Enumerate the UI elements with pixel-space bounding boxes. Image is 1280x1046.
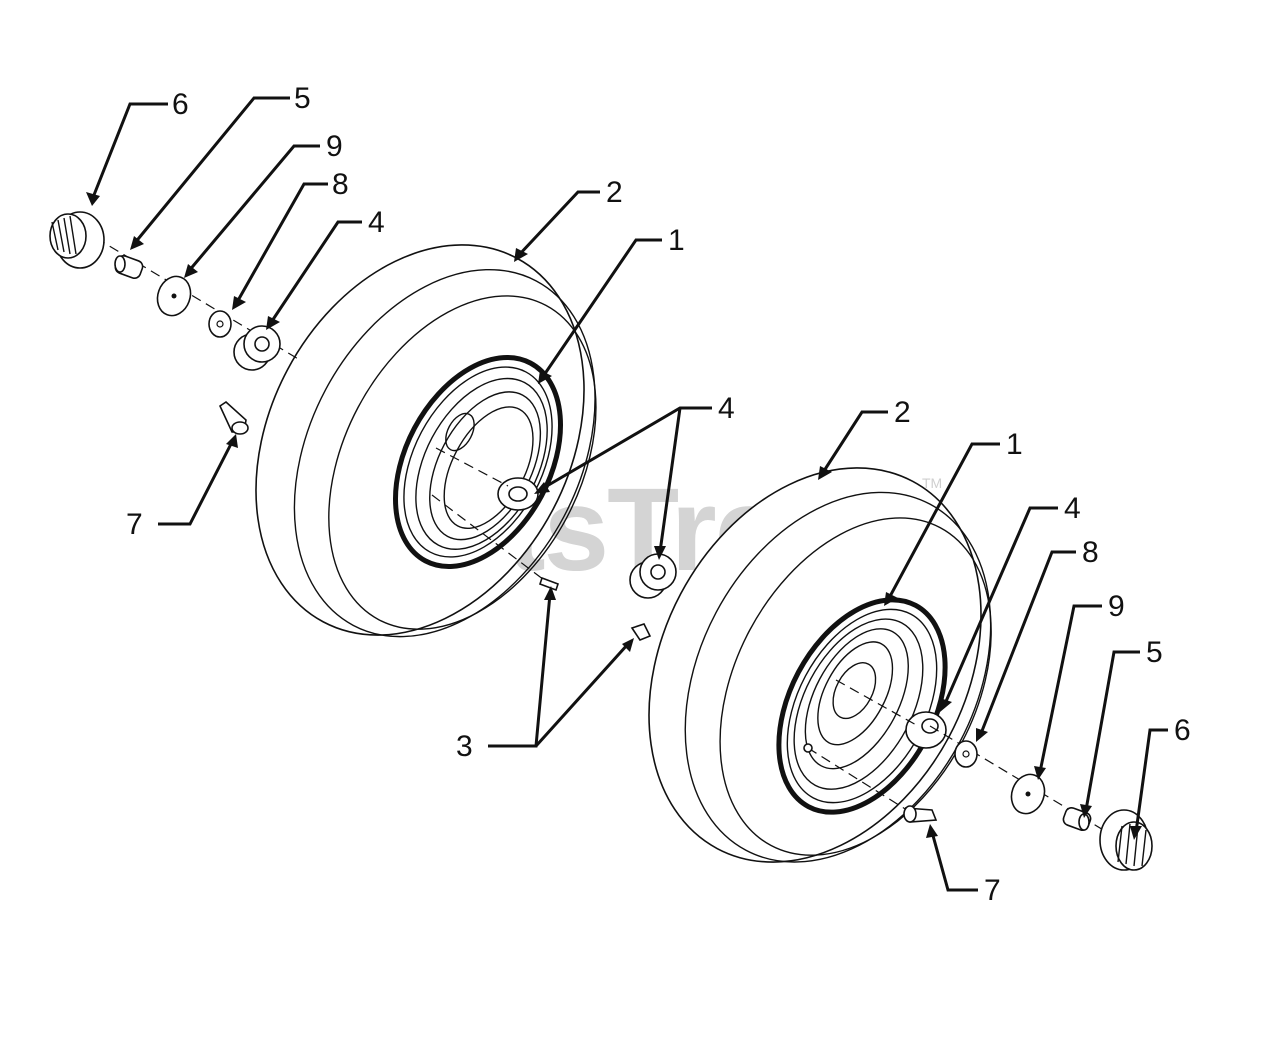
callout-left-7: 7 [126, 508, 143, 541]
center-spacer [629, 553, 677, 599]
callout-right-1: 1 [1006, 428, 1023, 461]
right-rim [776, 597, 948, 815]
left-small-washer [208, 310, 232, 338]
callout-leaders [86, 96, 1168, 892]
callout-left-5: 5 [294, 82, 311, 115]
callout-left-8: 8 [332, 168, 349, 201]
left-large-washer [156, 275, 192, 317]
callout-center-4: 4 [718, 392, 735, 425]
right-small-washer [954, 740, 978, 768]
callout-left-2: 2 [606, 176, 623, 209]
left-hardware [49, 211, 281, 435]
callout-left-4: 4 [368, 206, 385, 239]
left-bolt [114, 254, 144, 280]
callout-labels: 6 5 9 8 4 2 1 4 7 2 1 4 8 9 5 6 3 7 [126, 82, 1191, 907]
right-bolt [1062, 806, 1092, 832]
valve-cap-small [630, 623, 652, 641]
right-wheel [648, 467, 1111, 863]
watermark-trademark: TM [922, 475, 942, 491]
callout-left-6: 6 [172, 88, 189, 121]
callout-right-8: 8 [1082, 536, 1099, 569]
right-rim-spacer [905, 711, 947, 749]
right-hub-cap [1099, 809, 1153, 871]
callout-shared-3: 3 [456, 730, 473, 763]
callout-left-1: 1 [668, 224, 685, 257]
right-valve-stem-hole [803, 743, 813, 753]
callout-right-9: 9 [1108, 590, 1125, 623]
callout-right-6: 6 [1174, 714, 1191, 747]
right-valve [903, 805, 938, 823]
left-spacer [233, 325, 281, 371]
right-hardware [903, 740, 1153, 871]
callout-right-2: 2 [894, 396, 911, 429]
left-wheel [95, 237, 597, 638]
callout-right-5: 5 [1146, 636, 1163, 669]
left-hub-cap [49, 211, 105, 269]
left-valve [218, 400, 249, 435]
left-rim-spacer [497, 477, 539, 511]
left-valve-stem [538, 576, 560, 592]
callout-right-4: 4 [1064, 492, 1081, 525]
callout-left-9: 9 [326, 130, 343, 163]
callout-right-7: 7 [984, 874, 1001, 907]
right-large-washer [1010, 773, 1046, 815]
